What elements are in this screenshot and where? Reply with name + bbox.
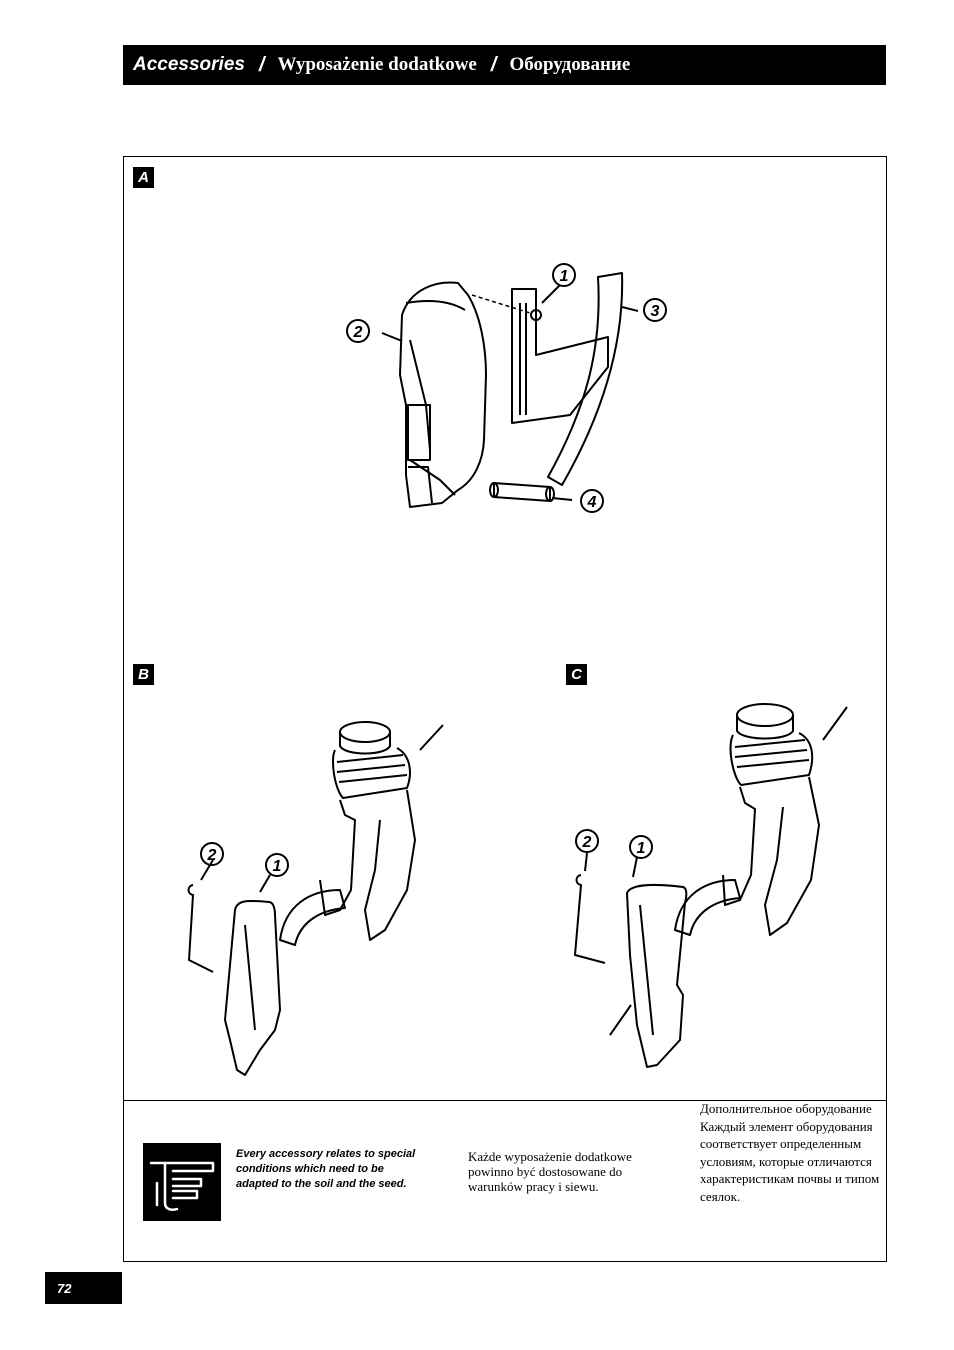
pin-shape bbox=[493, 482, 551, 502]
panel-label-b: B bbox=[133, 664, 154, 685]
frame-rod bbox=[822, 706, 848, 741]
arrow-line bbox=[200, 859, 214, 881]
panel-label-c: C bbox=[566, 664, 587, 685]
wire-clip-shape bbox=[574, 874, 606, 964]
frame-divider bbox=[123, 1100, 887, 1101]
panel-c-drawing: 2 1 bbox=[574, 703, 848, 1068]
hose-neck bbox=[736, 715, 794, 740]
callout-1: 1 bbox=[637, 840, 646, 857]
callout-circle bbox=[580, 489, 604, 513]
hose-neck bbox=[339, 732, 391, 755]
arrow-line bbox=[259, 874, 271, 893]
callout-circle bbox=[629, 835, 653, 859]
boot-body-left bbox=[319, 799, 356, 916]
callout-circle bbox=[552, 263, 576, 287]
curved-bar-shape bbox=[547, 272, 624, 486]
arrow-line bbox=[621, 306, 639, 312]
assembly-dashed-line bbox=[471, 294, 531, 314]
bellows-ribs bbox=[734, 739, 810, 768]
pin-end bbox=[545, 486, 555, 502]
page-number: 72 bbox=[45, 1272, 122, 1304]
hose-top bbox=[339, 721, 391, 743]
tine-part-shape bbox=[626, 884, 688, 1068]
deflector-plate-slots bbox=[519, 303, 527, 415]
callout-1: 1 bbox=[560, 268, 569, 285]
callout-circle bbox=[643, 298, 667, 322]
callout-circle bbox=[346, 319, 370, 343]
arrow-line bbox=[541, 284, 561, 304]
header-title-ru: Оборудование bbox=[509, 54, 631, 75]
boot-body-right bbox=[764, 776, 820, 936]
page-header: Accessories / Wyposażenie dodatkowe / Об… bbox=[123, 45, 886, 85]
pointing-hand-icon bbox=[143, 1143, 221, 1221]
boot-body-left bbox=[722, 786, 756, 906]
callout-2: 2 bbox=[207, 847, 217, 864]
header-separator: / bbox=[258, 53, 265, 76]
press-wheel-arc bbox=[279, 889, 346, 946]
arrow-line bbox=[381, 332, 403, 342]
frame-rod bbox=[419, 724, 444, 751]
seed-boot-coulter bbox=[408, 466, 433, 504]
tine-part-shape bbox=[224, 900, 281, 1076]
callout-1: 1 bbox=[273, 858, 282, 875]
callout-circle bbox=[265, 853, 289, 877]
header-separator: / bbox=[490, 53, 497, 76]
callout-2: 2 bbox=[582, 834, 592, 851]
header-title-en: Accessories bbox=[133, 54, 245, 75]
deflector-plate-shape bbox=[511, 288, 609, 424]
tine-part-wing bbox=[609, 1004, 632, 1036]
arrow-line bbox=[584, 852, 588, 872]
header-title-pl: Wyposażenie dodatkowe bbox=[277, 54, 477, 75]
hose-top bbox=[736, 703, 794, 727]
note-text-en: Every accessory relates to special condi… bbox=[236, 1148, 416, 1190]
bellows-ribs bbox=[336, 754, 408, 783]
arrow-line bbox=[551, 497, 573, 501]
arrow-line bbox=[632, 856, 638, 878]
callout-circle bbox=[200, 842, 224, 866]
panel-b-drawing: 2 1 bbox=[187, 721, 444, 1076]
seed-boot-tip-line bbox=[409, 459, 456, 496]
bellows bbox=[332, 747, 411, 799]
seed-boot-edge-line bbox=[409, 339, 431, 451]
callout-2: 2 bbox=[353, 324, 363, 341]
panel-a-drawing: 1 2 3 4 bbox=[346, 263, 667, 513]
note-text-ru: Дополнительное оборудование Каждый элеме… bbox=[700, 1101, 880, 1204]
illustration-frame bbox=[123, 156, 887, 1262]
tine-part-edge bbox=[244, 924, 256, 1031]
wire-clip-shape bbox=[187, 884, 214, 973]
pin-end bbox=[489, 482, 499, 498]
tine-part-edge bbox=[639, 904, 654, 1036]
callout-3: 3 bbox=[651, 303, 660, 320]
nut-icon bbox=[530, 309, 542, 321]
seed-boot-bracket bbox=[407, 404, 431, 461]
callout-circle bbox=[575, 829, 599, 853]
callout-4: 4 bbox=[587, 494, 597, 511]
seed-boot-shape bbox=[399, 281, 487, 508]
bellows bbox=[729, 732, 814, 786]
boot-body-right bbox=[364, 789, 416, 941]
seed-boot-top-line bbox=[405, 300, 466, 311]
panel-label-a: A bbox=[133, 167, 154, 188]
note-text-pl: Każde wyposażenie dodatkowe powinno być … bbox=[468, 1149, 632, 1194]
